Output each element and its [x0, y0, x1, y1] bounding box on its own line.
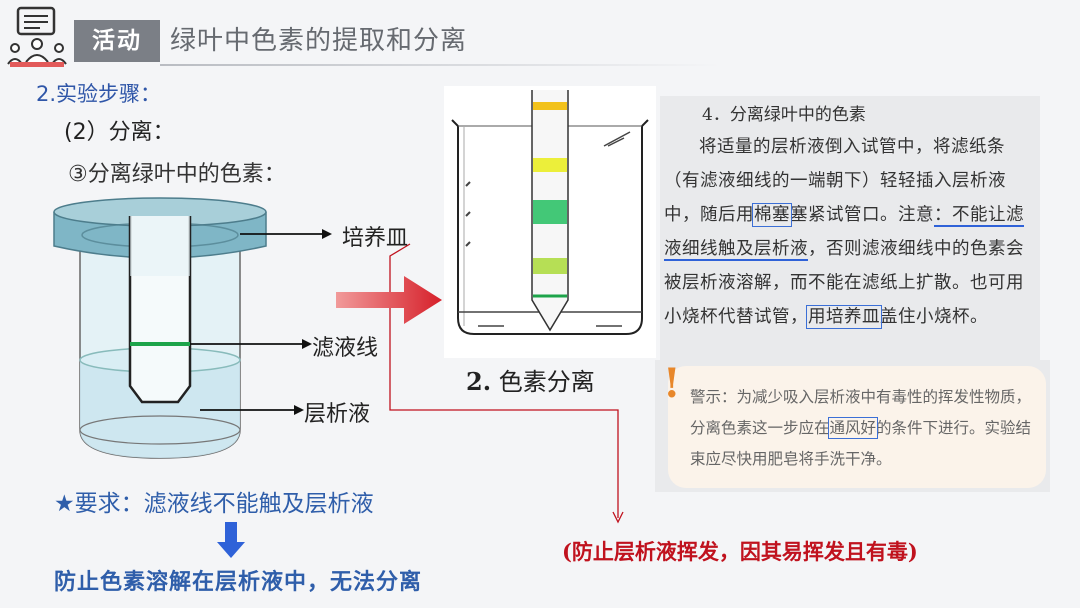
label-filtrate-line: 滤液线 [312, 336, 379, 361]
highlight-cotton: 棉塞 [752, 203, 792, 227]
step-sub: (2）分离： [64, 120, 175, 145]
textbook-title: 4．分离绿叶中的色素 [702, 105, 866, 125]
warning-card [668, 366, 1046, 488]
textbook-panel [660, 96, 1040, 362]
volatility-note: (防止层析液挥发，因其易挥发且有毒) [562, 539, 918, 564]
beaker-diagram [53, 197, 332, 459]
page-title: 绿叶中色素的提取和分离 [170, 26, 468, 56]
exclamation-icon: ! [663, 360, 681, 407]
band-carotene [533, 102, 567, 110]
underline-caution: ：不能让滤液细线触及层析液 [664, 205, 1024, 261]
label-petri-dish: 培养皿 [342, 226, 409, 251]
red-connector-arrow [389, 243, 624, 524]
requirement-text: ★要求：滤液线不能触及层析液 [54, 491, 374, 517]
down-arrow-icon [217, 522, 245, 558]
band-xanthophyll [533, 158, 567, 172]
highlight-ventilation: 通风好 [827, 417, 879, 439]
textbook-body: 将适量的层析液倒入试管中，将滤纸条（有滤液细线的一端朝下）轻轻插入层析液中，随后… [664, 137, 1024, 329]
step-item: ③分离绿叶中的色素： [68, 162, 286, 187]
solvent-liquid [80, 360, 240, 458]
conclusion-text: 防止色素溶解在层析液中，无法分离 [54, 569, 423, 595]
chromatography-figure [444, 86, 656, 358]
label-solvent: 层析液 [304, 402, 371, 427]
warning-text: 警示：为减少吸入层析液中有毒性的挥发性物质，分离色素这一步应在通风好的条件下进行… [690, 388, 1032, 468]
highlight-petri: 用培养皿 [806, 305, 882, 329]
presenter-board-icon [6, 4, 68, 72]
header-divider [160, 64, 720, 66]
band-chlorophyll-b [533, 258, 567, 274]
band-chlorophyll-a [533, 200, 567, 224]
activity-badge: 活动 [74, 20, 160, 62]
step-heading: 2.实验步骤： [36, 82, 162, 106]
red-right-arrow-icon [336, 276, 442, 324]
figure-caption: 2. 色素分离 [466, 367, 595, 396]
